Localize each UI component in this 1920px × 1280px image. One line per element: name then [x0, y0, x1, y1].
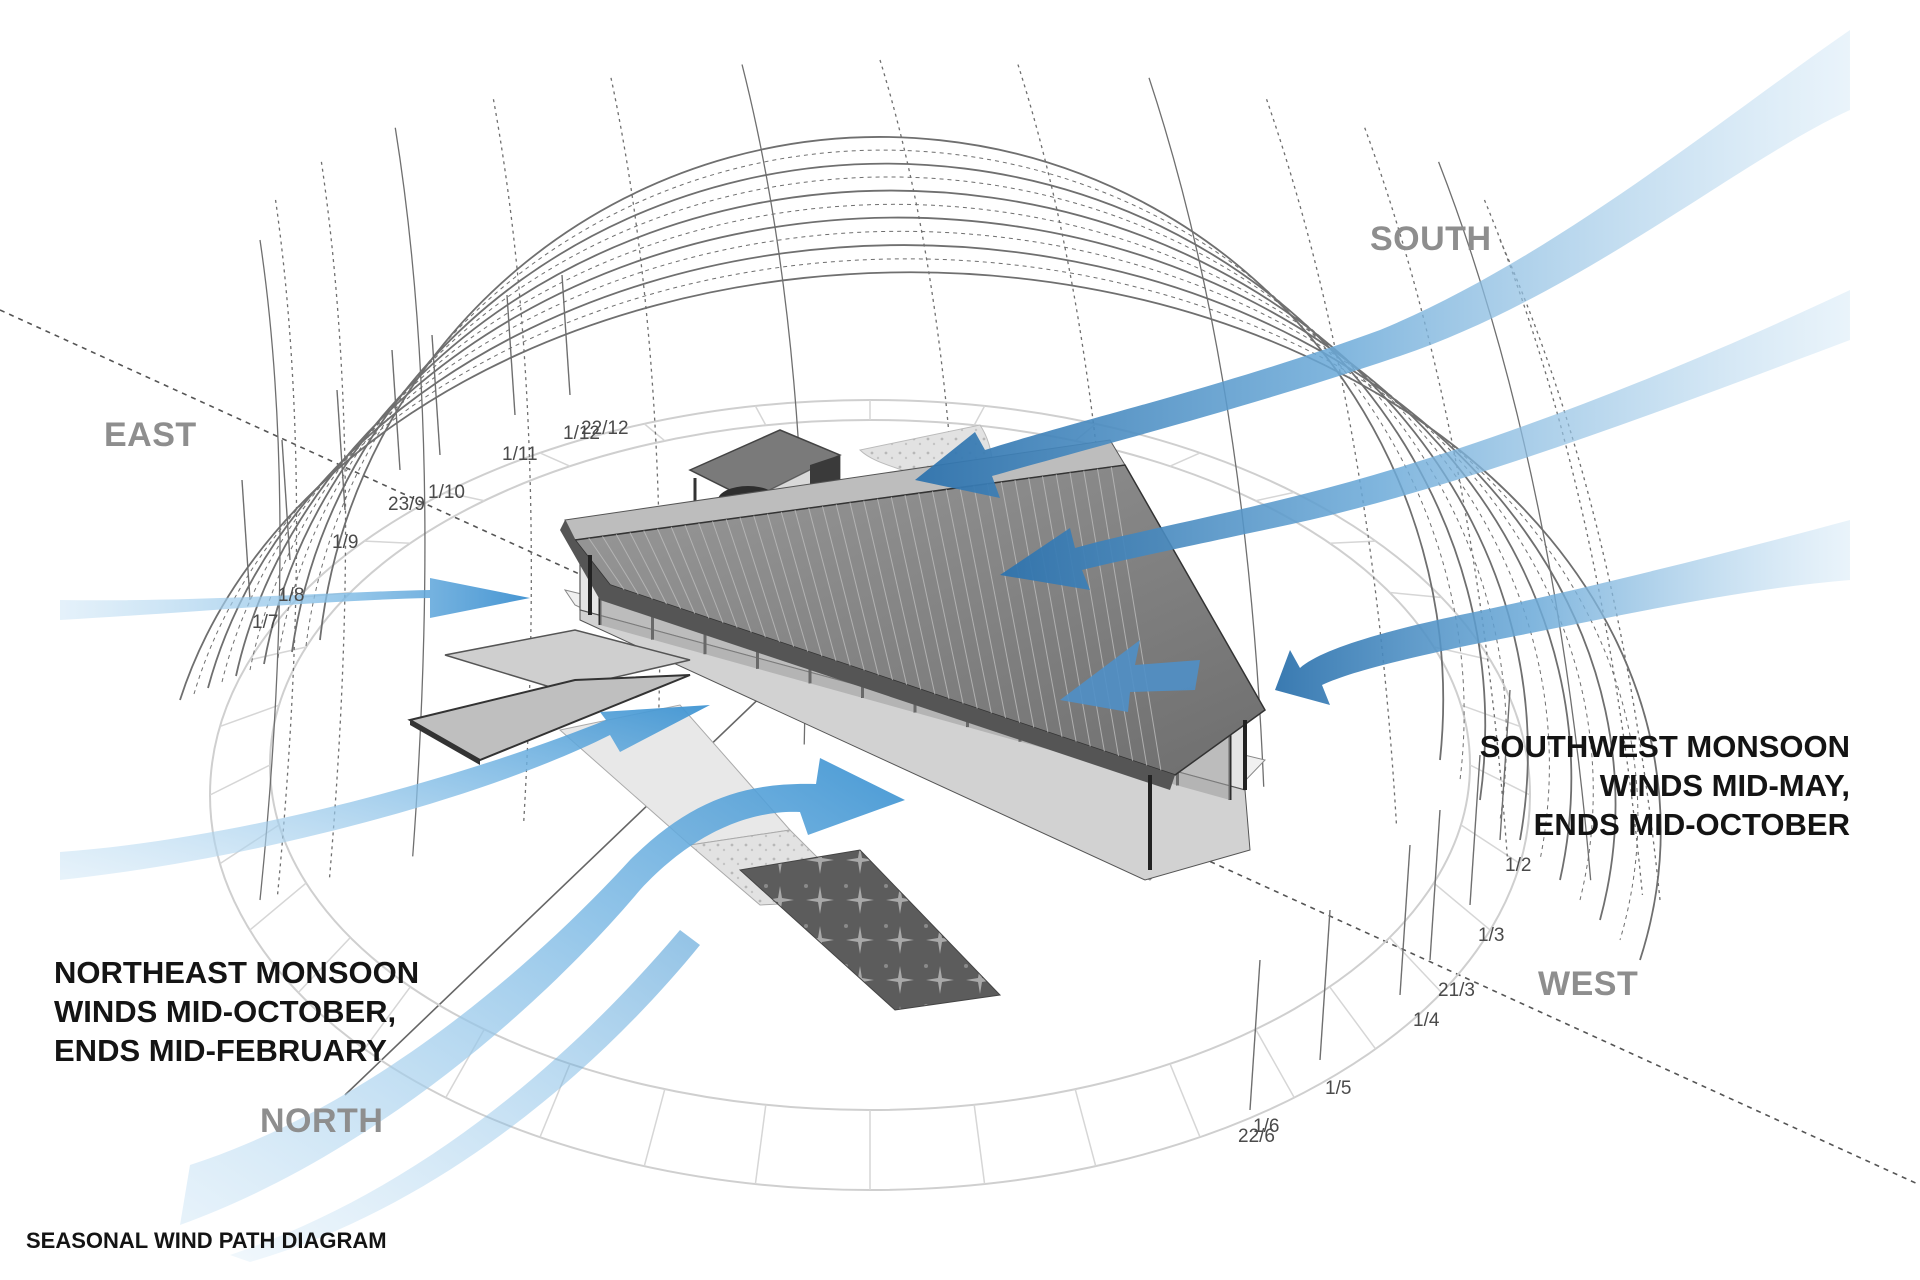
date-label-east-5: 1/10: [428, 482, 465, 503]
north-axis-line: [344, 639, 821, 1096]
southwest-note-line-3: ENDS MID-OCTOBER: [1533, 807, 1850, 842]
southwest-note-line-1: SOUTHWEST MONSOON: [1479, 729, 1850, 764]
date-label-west-5: 1/5: [1325, 1078, 1352, 1099]
wind-streams: [60, 30, 1850, 1262]
wind-stream-southwest-3: [1275, 520, 1850, 705]
house-model: [407, 424, 1266, 1011]
northeast-note-line-2: WINDS MID-OCTOBER,: [54, 994, 397, 1029]
direction-east-label: EAST: [104, 416, 197, 454]
date-label-west-7: 22/6: [1238, 1126, 1275, 1147]
date-label-east-2: 1/8: [278, 585, 305, 606]
date-label-east-1: 1/7: [252, 612, 279, 633]
northeast-monsoon-note: NORTHEAST MONSOON WINDS MID-OCTOBER, END…: [54, 953, 419, 1070]
date-label-west-4: 1/4: [1413, 1010, 1440, 1031]
direction-north-label: NORTH: [260, 1102, 384, 1140]
wind-stream-northeast-3: [230, 930, 700, 1262]
date-label-west-6: 1/6: [1253, 1116, 1280, 1137]
northeast-note-line-3: ENDS MID-FEBRUARY: [54, 1033, 387, 1068]
date-label-east-8: 22/12: [581, 418, 629, 439]
southwest-note-line-2: WINDS MID-MAY,: [1599, 768, 1850, 803]
direction-west-label: WEST: [1538, 965, 1639, 1003]
southwest-monsoon-note: SOUTHWEST MONSOON WINDS MID-MAY, ENDS MI…: [1480, 727, 1850, 844]
date-label-west-2: 1/3: [1478, 925, 1505, 946]
northeast-note-line-1: NORTHEAST MONSOON: [54, 955, 420, 990]
date-label-east-4: 23/9: [388, 494, 425, 515]
direction-south-label: SOUTH: [1370, 220, 1492, 258]
wind-stream-southwest-1: [915, 30, 1850, 498]
date-label-east-7: 1/12: [563, 423, 600, 444]
wind-stream-northeast-2: [180, 758, 905, 1225]
diagram-title: SEASONAL WIND PATH DIAGRAM: [26, 1228, 387, 1253]
wind-stream-northeast-1: [60, 705, 710, 880]
date-label-west-3: 21/3: [1438, 980, 1475, 1001]
wind-stream-east-1: [60, 578, 530, 620]
date-label-west-1: 1/2: [1505, 855, 1532, 876]
date-label-east-6: 1/11: [502, 444, 538, 465]
wind-arrowhead-1: [1060, 640, 1200, 712]
wind-stream-southwest-2: [1000, 290, 1850, 590]
date-label-east-3: 1/9: [332, 532, 359, 553]
